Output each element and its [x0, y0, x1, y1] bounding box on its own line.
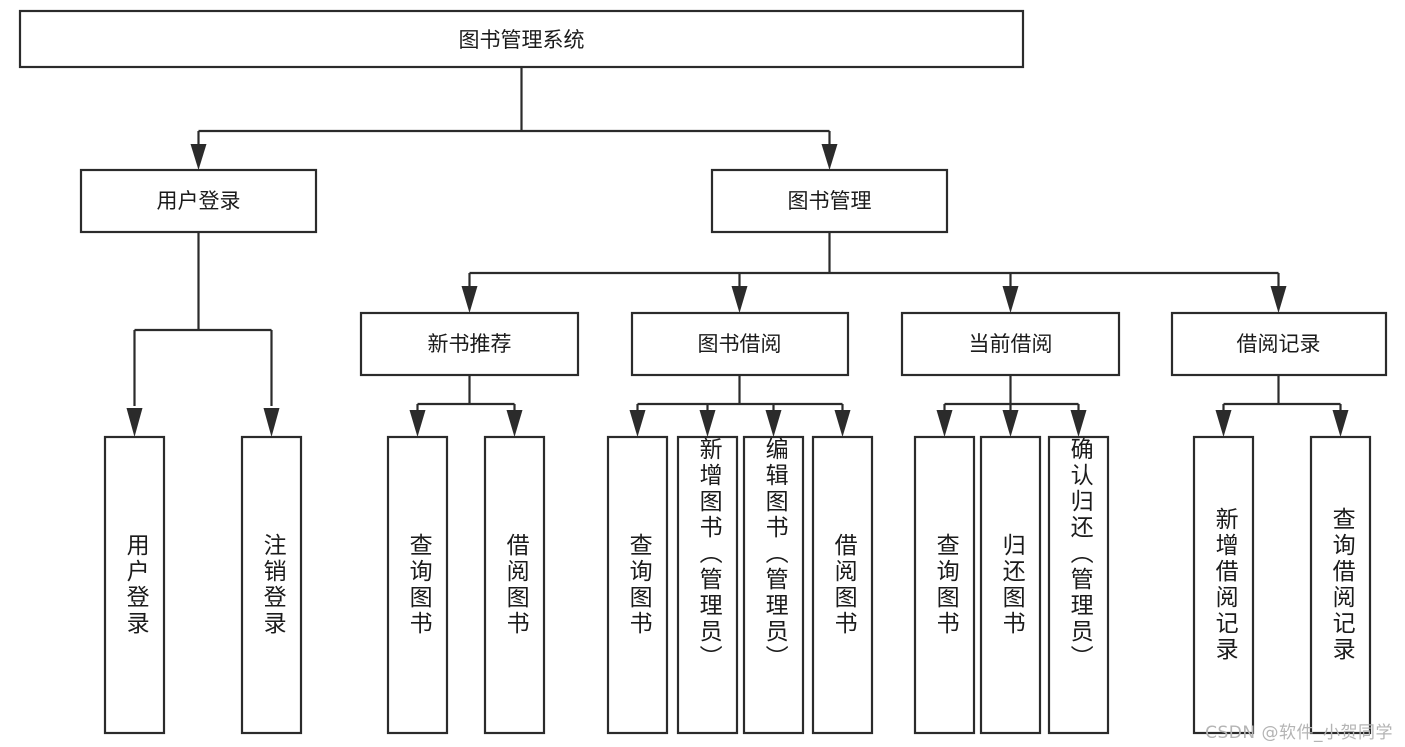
node-box-leaf-11[interactable]: [1192, 435, 1255, 735]
arrowhead-bb-leaf-2: [699, 410, 716, 437]
arrowhead-cb-leaf-2: [1002, 410, 1019, 437]
arrowhead-user-login: [190, 144, 207, 170]
node-box-book-borrow[interactable]: [630, 311, 850, 377]
node-box-leaf-5[interactable]: [676, 435, 739, 735]
node-box-leaf-0[interactable]: [103, 435, 166, 735]
node-box-book-mgmt[interactable]: [710, 168, 949, 234]
node-box-leaf-1[interactable]: [240, 435, 303, 735]
node-label-book-borrow: 图书借阅: [698, 332, 782, 356]
node-label-borrow-record: 借阅记录: [1237, 332, 1321, 356]
node-box-leaf-4[interactable]: [606, 435, 669, 735]
node-box-leaf-12[interactable]: [1309, 435, 1372, 735]
node-box-leaf-3[interactable]: [483, 435, 546, 735]
node-box-leaf-7[interactable]: [811, 435, 874, 735]
arrowhead-leaf-logout: [263, 408, 280, 437]
arrowhead-new-book: [461, 286, 478, 313]
node-label-book-mgmt: 图书管理: [788, 189, 872, 213]
arrowhead-nb-leaf-1: [409, 410, 426, 437]
node-box-current-borrow[interactable]: [900, 311, 1121, 377]
arrowhead-cb-leaf-1: [936, 410, 953, 437]
arrowhead-bb-leaf-4: [834, 410, 851, 437]
arrowhead-bb-leaf-3: [765, 410, 782, 437]
node-box-leaf-2[interactable]: [386, 435, 449, 735]
arrowhead-borrow-record: [1270, 286, 1287, 313]
node-box-leaf-9[interactable]: [979, 435, 1042, 735]
node-box-root[interactable]: [18, 9, 1025, 69]
node-box-new-book[interactable]: [359, 311, 580, 377]
arrowhead-cb-leaf-3: [1070, 410, 1087, 437]
arrowhead-br-leaf-2: [1332, 410, 1349, 437]
arrowhead-br-leaf-1: [1215, 410, 1232, 437]
arrowhead-current-borrow: [1002, 286, 1019, 313]
node-box-leaf-6[interactable]: [742, 435, 805, 735]
node-label-new-book: 新书推荐: [428, 332, 512, 356]
node-box-leaf-8[interactable]: [913, 435, 976, 735]
node-box-leaf-10[interactable]: [1047, 435, 1110, 735]
arrowhead-bb-leaf-1: [629, 410, 646, 437]
arrowhead-book-mgmt: [821, 144, 838, 170]
arrowhead-book-borrow: [731, 286, 748, 313]
arrowhead-leaf-user-login: [126, 408, 143, 437]
connector-layer: [126, 67, 1349, 437]
node-label-root: 图书管理系统: [459, 28, 585, 52]
node-layer: 图书管理系统 用户登录 图书管理 新书推荐 图书借阅 当前借阅 借阅记录: [18, 9, 1388, 735]
node-box-borrow-record[interactable]: [1170, 311, 1388, 377]
node-label-user-login: 用户登录: [157, 189, 241, 213]
arrowhead-nb-leaf-2: [506, 410, 523, 437]
node-box-user-login[interactable]: [79, 168, 318, 234]
csdn-watermark: CSDN @软件_小贺同学: [1205, 723, 1393, 743]
node-label-current-borrow: 当前借阅: [969, 332, 1053, 356]
